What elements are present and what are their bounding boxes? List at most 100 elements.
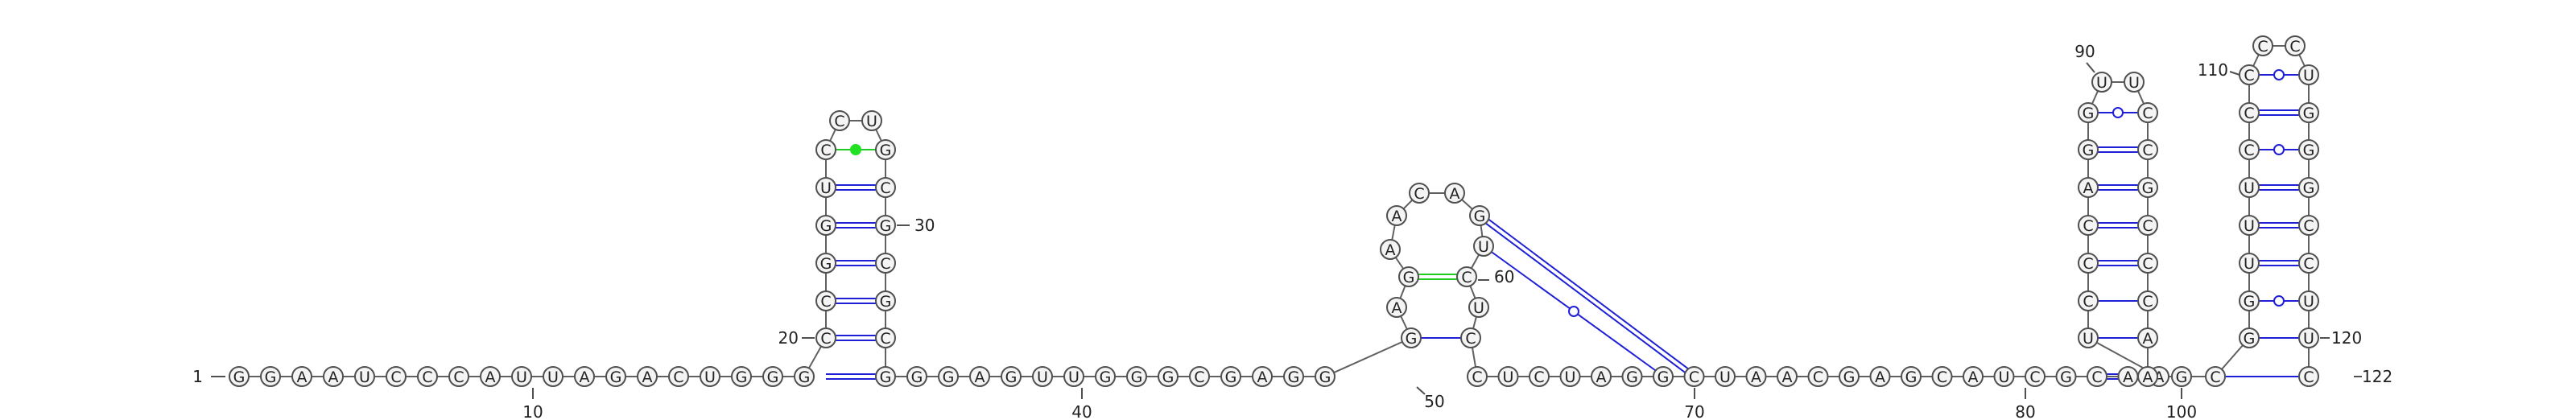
nucleotide: C (2298, 366, 2319, 387)
nucleotide-circle (815, 327, 836, 348)
nucleotide-letter: U (1478, 238, 1489, 256)
nucleotide-letter: C (2083, 293, 2093, 311)
nucleotide-letter: A (1450, 185, 1460, 203)
nucleotide: A (1444, 183, 1465, 204)
nucleotide: A (969, 366, 990, 387)
nucleotide-circle (1653, 366, 1674, 387)
nucleotide-letter: G (1403, 269, 1415, 286)
nucleotide: C (386, 366, 407, 387)
nucleotide-circle (700, 366, 720, 387)
nucleotide-letter: C (2303, 217, 2314, 235)
nucleotide-letter: G (1162, 369, 1174, 386)
position-label: 80 (2015, 402, 2035, 420)
nucleotide-letter: G (880, 369, 892, 386)
position-label: 90 (2074, 42, 2095, 61)
nucleotide: C (2298, 253, 2319, 274)
nucleotide-letter: U (2083, 330, 2094, 348)
position-tick (2229, 71, 2240, 76)
nucleotide-letter: C (2303, 255, 2314, 273)
nucleotide-letter: G (265, 369, 277, 386)
nucleotide-letter: C (422, 369, 432, 386)
nucleotide-circle (2137, 253, 2158, 274)
nucleotide-circle (1001, 366, 1022, 387)
nucleotide-circle (794, 366, 815, 387)
nucleotide: U (2298, 64, 2319, 85)
nucleotide: G (2055, 366, 2077, 387)
nucleotide-circle (875, 290, 896, 311)
nucleotide-letter: A (1875, 369, 1885, 386)
nucleotide: G (1621, 366, 1643, 387)
nucleotide: C (2137, 253, 2158, 274)
nucleotide-circle (2239, 253, 2260, 274)
nucleotide-letter: U (2303, 67, 2314, 84)
nucleotide-circle (1963, 366, 1984, 387)
nucleotide: C (815, 290, 836, 311)
nucleotide-circle (291, 366, 312, 387)
nucleotide: U (2091, 72, 2112, 93)
nucleotide-circle (2298, 64, 2319, 85)
nucleotide: U (2239, 215, 2260, 236)
nucleotide-circle (2239, 139, 2260, 160)
nucleotide-letter: G (911, 369, 923, 386)
nucleotide: U (861, 110, 882, 131)
nucleotide-circle (2239, 177, 2260, 198)
nucleotide-letter: G (1319, 369, 1331, 386)
canonical-pair-line (1477, 216, 1694, 380)
position-label: 120 (2331, 328, 2362, 348)
position-label: 30 (914, 216, 935, 235)
nucleotide-circle (1469, 205, 1490, 226)
noncanonical-pair-marker (850, 144, 861, 155)
nucleotide-circle (2078, 290, 2099, 311)
nucleotide: G (1401, 327, 1422, 348)
nucleotide-circle (543, 366, 564, 387)
nucleotide: A (1963, 366, 1984, 387)
nucleotide-circle (906, 366, 927, 387)
nucleotide-letter: G (1905, 369, 1918, 386)
nucleotide-letter: C (2289, 38, 2300, 56)
nucleotide-letter: G (2142, 179, 2154, 197)
nucleotide-circle (637, 366, 658, 387)
position-label: 20 (778, 328, 799, 348)
nucleotide: C (829, 110, 850, 131)
nucleotide-circle (1745, 366, 1767, 387)
nucleotide-circle (762, 366, 783, 387)
nucleotide-circle (875, 366, 896, 387)
nucleotide: C (875, 177, 896, 198)
nucleotide-circle (1993, 366, 2015, 387)
nucleotide: U (1715, 366, 1736, 387)
nucleotide-circle (815, 177, 836, 198)
nucleotide: G (794, 366, 815, 387)
nucleotide-letter: U (359, 369, 370, 386)
nucleotide: A (1745, 366, 1767, 387)
nucleotide-letter: C (2083, 255, 2093, 273)
canonical-pair-line (1480, 212, 1697, 376)
nucleotide-letter: C (880, 255, 890, 273)
nucleotide: G (2239, 327, 2260, 348)
nucleotide: G (815, 215, 836, 236)
nucleotide-letter: A (2083, 179, 2094, 197)
nucleotide-circle (1621, 366, 1643, 387)
nucleotide-circle (1444, 183, 1465, 204)
nucleotide-circle (2298, 253, 2319, 274)
position-label: 1 (192, 367, 203, 386)
nucleotide: U (1063, 366, 1084, 387)
nucleotide: C (2205, 366, 2226, 387)
nucleotide-letter: C (1461, 269, 1472, 286)
nucleotide: G (1126, 366, 1147, 387)
nucleotide-letter: U (1068, 369, 1080, 386)
nucleotide-letter: U (2096, 74, 2107, 92)
nucleotide-circle (1401, 327, 1422, 348)
nucleotide-circle (2137, 139, 2158, 160)
position-label: 10 (522, 402, 543, 420)
nucleotide-circle (1473, 236, 1494, 257)
nucleotide-letter: C (2244, 142, 2254, 159)
nucleotide-circle (2137, 327, 2158, 348)
nucleotide-circle (2124, 72, 2145, 93)
nucleotide: U (511, 366, 532, 387)
nucleotide-letter: C (673, 369, 683, 386)
nucleotide-letter: U (1999, 369, 2010, 386)
nucleotide-circle (2137, 177, 2158, 198)
nucleotide: G (875, 139, 896, 160)
nucleotide: A (2078, 177, 2099, 198)
